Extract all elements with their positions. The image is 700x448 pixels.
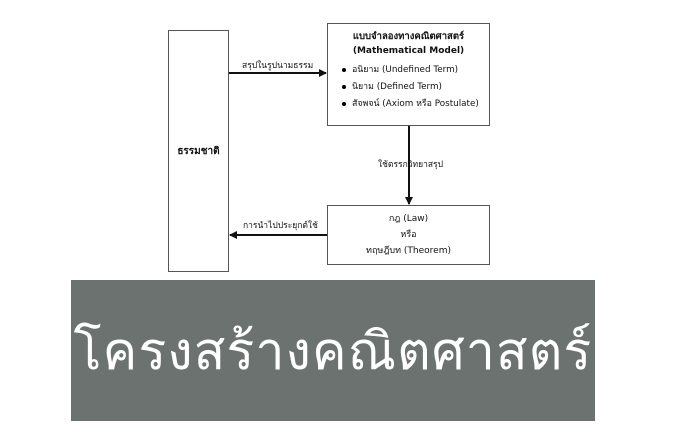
model-item-list: อนิยาม (Undefined Term) นิยาม (Defined T…: [336, 62, 481, 113]
theorem-line: ทฤษฎีบท (Theorem): [366, 246, 451, 256]
nature-label: ธรรมชาติ: [177, 145, 220, 157]
model-subtitle: (Mathematical Model): [352, 46, 465, 56]
mathematical-model-box: แบบจำลองทางคณิตศาสตร์ (Mathematical Mode…: [327, 23, 490, 126]
model-title: แบบจำลองทางคณิตศาสตร์: [352, 31, 465, 42]
law-theorem-box: กฎ (Law) หรือ ทฤษฎีบท (Theorem): [327, 205, 490, 265]
edge-label-summarize: สรุปในรูปนามธรรม: [242, 61, 314, 71]
model-item-defined-term: นิยาม (Defined Term): [336, 79, 481, 96]
model-item-axiom: สัจพจน์ (Axiom หรือ Postulate): [336, 96, 481, 113]
title-banner: โครงสร้างคณิตศาสตร์: [71, 280, 595, 421]
law-line: กฎ (Law): [388, 214, 429, 224]
or-line: หรือ: [400, 230, 417, 240]
nature-box: ธรรมชาติ: [168, 30, 229, 272]
model-item-undefined-term: อนิยาม (Undefined Term): [336, 62, 481, 79]
edge-label-deduce: ใช้ตรรกวิทยาสรุป: [378, 160, 443, 170]
edge-label-apply: การนำไปประยุกต์ใช้: [243, 221, 318, 231]
banner-title: โครงสร้างคณิตศาสตร์: [73, 322, 593, 382]
